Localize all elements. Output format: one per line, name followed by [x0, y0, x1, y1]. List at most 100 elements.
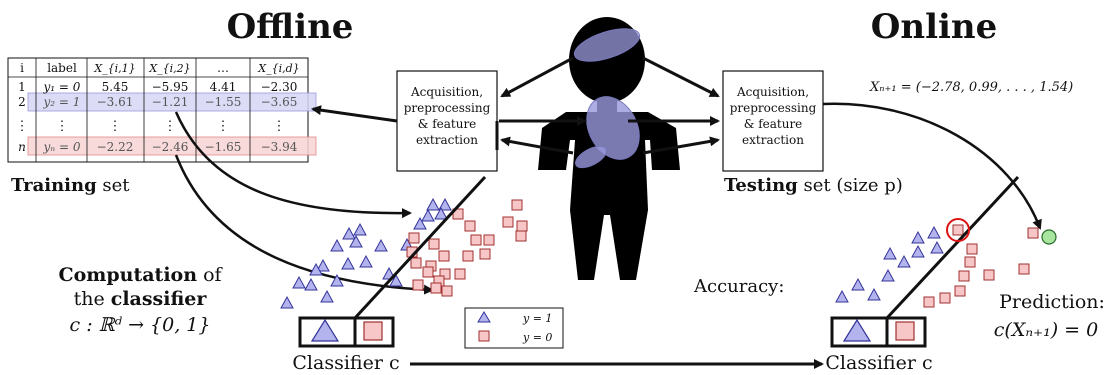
decision-boundary-left: [353, 175, 487, 320]
square-icon: [895, 321, 915, 341]
triangle-marker: [389, 273, 403, 287]
classifier-left-label: Classifier c: [292, 352, 399, 374]
table-row-1-c4: −2.30: [261, 80, 298, 94]
processing-box-left: Acquisition, preprocessing & feature ext…: [396, 70, 498, 172]
row2-to-scatter-arrow: [174, 111, 412, 219]
triangle-marker: [320, 289, 334, 303]
classifier-right-label: Classifier c: [825, 352, 932, 374]
legend-square-icon: [478, 330, 490, 342]
to-new-sample-arrow: [822, 102, 1042, 230]
col-header-dots: …: [217, 61, 229, 75]
square-icon: [363, 321, 383, 341]
square-marker: [483, 234, 495, 246]
triangle-marker: [359, 254, 373, 268]
col-header-xd: X_{i,d}: [257, 62, 299, 75]
misclassified-highlight-circle: [946, 218, 970, 242]
processing-left-line-3: & feature: [418, 117, 477, 131]
triangle-marker: [835, 289, 849, 303]
triangle-icon: [310, 318, 340, 342]
square-marker: [923, 296, 935, 308]
triangle-icon: [842, 318, 872, 342]
table-row-2-c2: −1.21: [152, 95, 189, 109]
triangle-marker: [881, 268, 895, 282]
triangle-marker: [316, 258, 330, 272]
square-marker: [964, 256, 976, 268]
square-marker: [454, 268, 466, 280]
triangle-marker: [342, 226, 356, 240]
table-row-1-label: y₁ = 0: [43, 80, 81, 94]
square-marker: [966, 243, 978, 255]
square-marker: [511, 199, 523, 211]
triangle-marker: [438, 197, 452, 211]
triangle-marker: [292, 275, 306, 289]
table-row-3-label: ⋮: [56, 119, 69, 134]
training-scatter: [280, 197, 528, 309]
square-marker: [958, 270, 970, 282]
table-row-1-c3: 4.41: [210, 80, 237, 94]
square-marker: [422, 266, 434, 278]
triangle-marker: [911, 230, 925, 244]
legend-triangle-icon: [477, 311, 491, 323]
new-sample-point: [1041, 229, 1057, 245]
square-marker: [438, 250, 450, 262]
square-marker: [515, 230, 527, 242]
training-set-label: Training set: [11, 175, 130, 196]
processing-right-line-1: Acquisition,: [736, 85, 809, 99]
training-table: i label X_{i,1} X_{i,2} … X_{i,d} 1 y₁ =…: [7, 57, 317, 163]
processing-left-line-2: preprocessing: [404, 101, 491, 115]
triangle-marker: [927, 225, 941, 239]
table-row-3-c1: ⋮: [109, 119, 122, 134]
legend: y = 1 y = 0: [464, 307, 564, 349]
square-marker: [464, 220, 476, 232]
processing-right-line-4: extraction: [742, 133, 804, 147]
table-row-2-c1: −3.61: [97, 95, 134, 109]
legend-item-y0: y = 0: [522, 331, 552, 344]
triangle-marker: [867, 287, 881, 301]
processing-left-line-4: extraction: [416, 133, 478, 147]
triangle-marker: [309, 262, 323, 276]
triangle-marker: [374, 238, 388, 252]
computation-label-2: the classifier: [74, 288, 208, 310]
offline-heading: Offline: [227, 7, 354, 47]
table-row-3-i: ⋮: [16, 119, 29, 134]
square-marker: [479, 248, 491, 260]
col-header-i: i: [20, 61, 24, 75]
table-row-n-c2: −2.46: [152, 140, 189, 154]
testing-scatter: [835, 224, 1039, 308]
square-marker: [441, 285, 453, 297]
table-row-2-c3: −1.55: [205, 95, 242, 109]
table-row-n-c4: −3.94: [261, 140, 298, 154]
triangle-marker: [851, 277, 865, 291]
square-marker: [470, 234, 482, 246]
processing-right-line-2: preprocessing: [730, 101, 817, 115]
table-row-2-i: 2: [18, 95, 26, 109]
table-row-2-label: y₂ = 1: [43, 95, 81, 109]
table-row-2-c4: −3.65: [261, 95, 298, 109]
table-row-n-c1: −2.22: [97, 140, 134, 154]
triangle-marker: [911, 244, 925, 258]
to-table-arrow: [311, 105, 398, 123]
square-marker: [412, 279, 424, 291]
triangle-marker: [280, 295, 294, 309]
computation-label-1: Computation of: [58, 264, 223, 286]
table-row-1-c1: 5.45: [102, 80, 129, 94]
square-marker: [408, 232, 420, 244]
processing-box-right: Acquisition, preprocessing & feature ext…: [722, 70, 824, 172]
acquisition-arrows: [499, 56, 720, 155]
triangle-marker: [341, 256, 355, 270]
decision-boundary-right: [885, 175, 1020, 320]
classifier-definition: c : ℝᵈ → {0, 1}: [70, 314, 211, 336]
square-marker: [452, 208, 464, 220]
triangle-marker: [349, 234, 363, 248]
processing-right-line-3: & feature: [744, 117, 803, 131]
square-marker: [1027, 227, 1039, 239]
table-row-highlight-red: [27, 136, 317, 156]
triangle-marker: [421, 208, 435, 222]
table-row-1-c2: −5.95: [152, 80, 189, 94]
legend-item-y1: y = 1: [522, 312, 552, 325]
table-row-highlight-blue: [27, 92, 317, 112]
triangle-marker: [426, 197, 440, 211]
table-row-n-label: yₙ = 0: [43, 140, 81, 154]
square-marker: [1018, 263, 1030, 275]
